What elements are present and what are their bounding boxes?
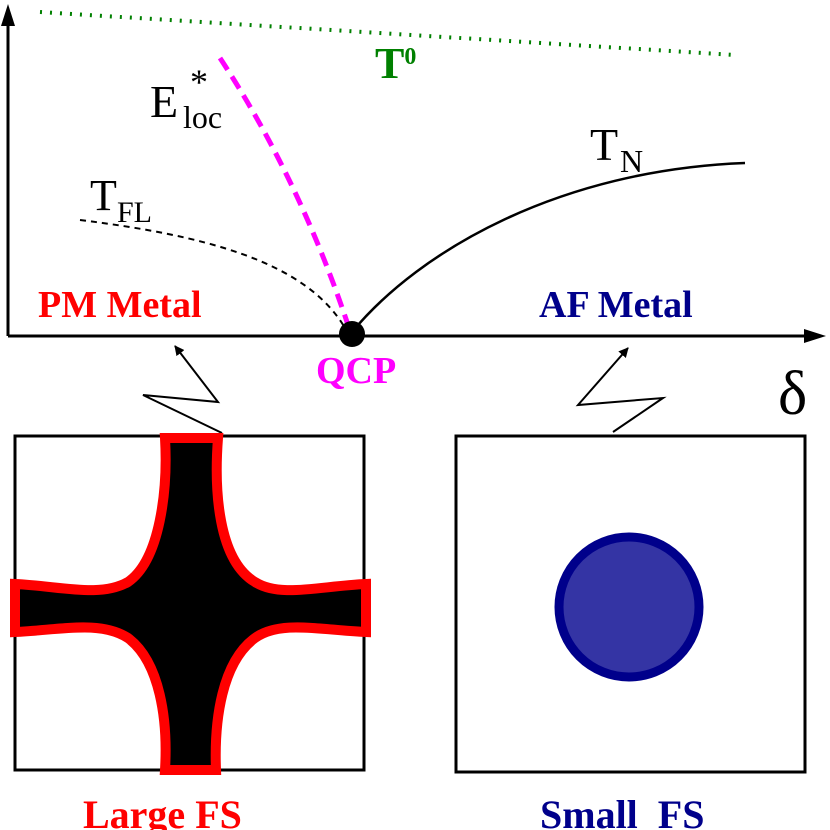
large-fs-surface <box>10 433 371 775</box>
eloc-label-sup: * <box>190 62 208 102</box>
qcp-label: QCP <box>316 350 396 392</box>
tfl-label: T <box>90 171 117 220</box>
eloc-label: E <box>150 76 178 127</box>
tn-label-sub: N <box>620 143 643 179</box>
right-zigzag-arrow <box>575 347 667 433</box>
pm-metal-label: PM Metal <box>38 284 202 326</box>
eloc-crossover-line <box>217 56 352 329</box>
eloc-label-sub: loc <box>183 99 222 135</box>
t0-crossover-line <box>39 10 736 57</box>
left-zigzag-arrow <box>142 345 223 434</box>
tfl-label-sub: FL <box>117 196 152 229</box>
qcp-dot <box>339 321 365 347</box>
small-fs-caption: Small FS <box>540 792 704 830</box>
small-fs-pocket <box>554 532 704 682</box>
tn-phase-boundary <box>351 161 746 333</box>
y-axis-arrowhead <box>1 4 15 26</box>
af-metal-label: AF Metal <box>539 284 693 326</box>
tfl-crossover-line <box>79 219 346 329</box>
x-axis-arrowhead <box>804 329 826 343</box>
t0-label: T0 <box>375 39 416 88</box>
t0-label-sup: 0 <box>404 44 416 70</box>
delta-label: δ <box>778 360 807 428</box>
tn-label: T <box>590 119 618 170</box>
large-fs-caption: Large FS <box>83 792 242 830</box>
